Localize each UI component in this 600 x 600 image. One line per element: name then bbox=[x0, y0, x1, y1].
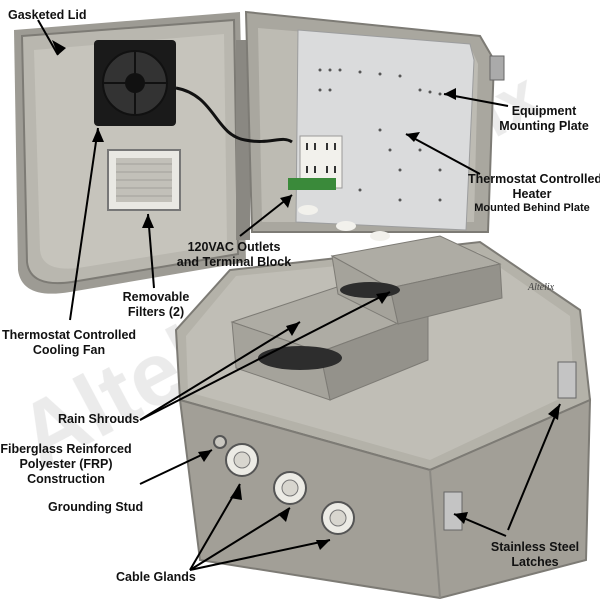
filter bbox=[107, 149, 181, 211]
latch bbox=[489, 55, 505, 81]
rain-shroud bbox=[330, 235, 503, 325]
label-cable-glands: Cable Glands bbox=[116, 570, 196, 584]
gland-hole bbox=[298, 205, 318, 215]
label-equipment-mounting-plate: Equipment Mounting Plate bbox=[499, 104, 589, 133]
mounting-plate bbox=[295, 29, 475, 231]
cable-gland bbox=[321, 501, 355, 535]
cooling-fan bbox=[94, 40, 176, 126]
label-cooling-fan: Thermostat Controlled Cooling Fan bbox=[2, 328, 137, 357]
label-frp: Fiberglass Reinforced Polyester (FRP) Co… bbox=[0, 442, 132, 486]
cable-gland bbox=[273, 471, 307, 505]
brand-logo: Altelix bbox=[527, 282, 555, 293]
label-grounding-stud: Grounding Stud bbox=[48, 500, 144, 514]
gland-hole bbox=[370, 231, 390, 241]
label-gasketed-lid: Gasketed Lid bbox=[8, 8, 87, 22]
cable-gland bbox=[225, 443, 259, 477]
label-latches: Stainless Steel Latches bbox=[490, 540, 580, 569]
fan-cable bbox=[175, 86, 293, 144]
label-rain-shrouds: Rain Shrouds bbox=[58, 412, 140, 426]
latch bbox=[443, 361, 577, 531]
leader-arrows bbox=[52, 40, 560, 550]
grounding-stud bbox=[213, 435, 227, 449]
terminal-block bbox=[288, 178, 336, 190]
label-outlets: 120VAC Outlets and Terminal Block bbox=[176, 240, 292, 269]
gland-hole bbox=[336, 221, 356, 231]
label-filters: Removable Filters (2) bbox=[122, 290, 190, 319]
label-thermostat-heater: Thermostat Controlled Heater Mounted Beh… bbox=[468, 172, 600, 214]
